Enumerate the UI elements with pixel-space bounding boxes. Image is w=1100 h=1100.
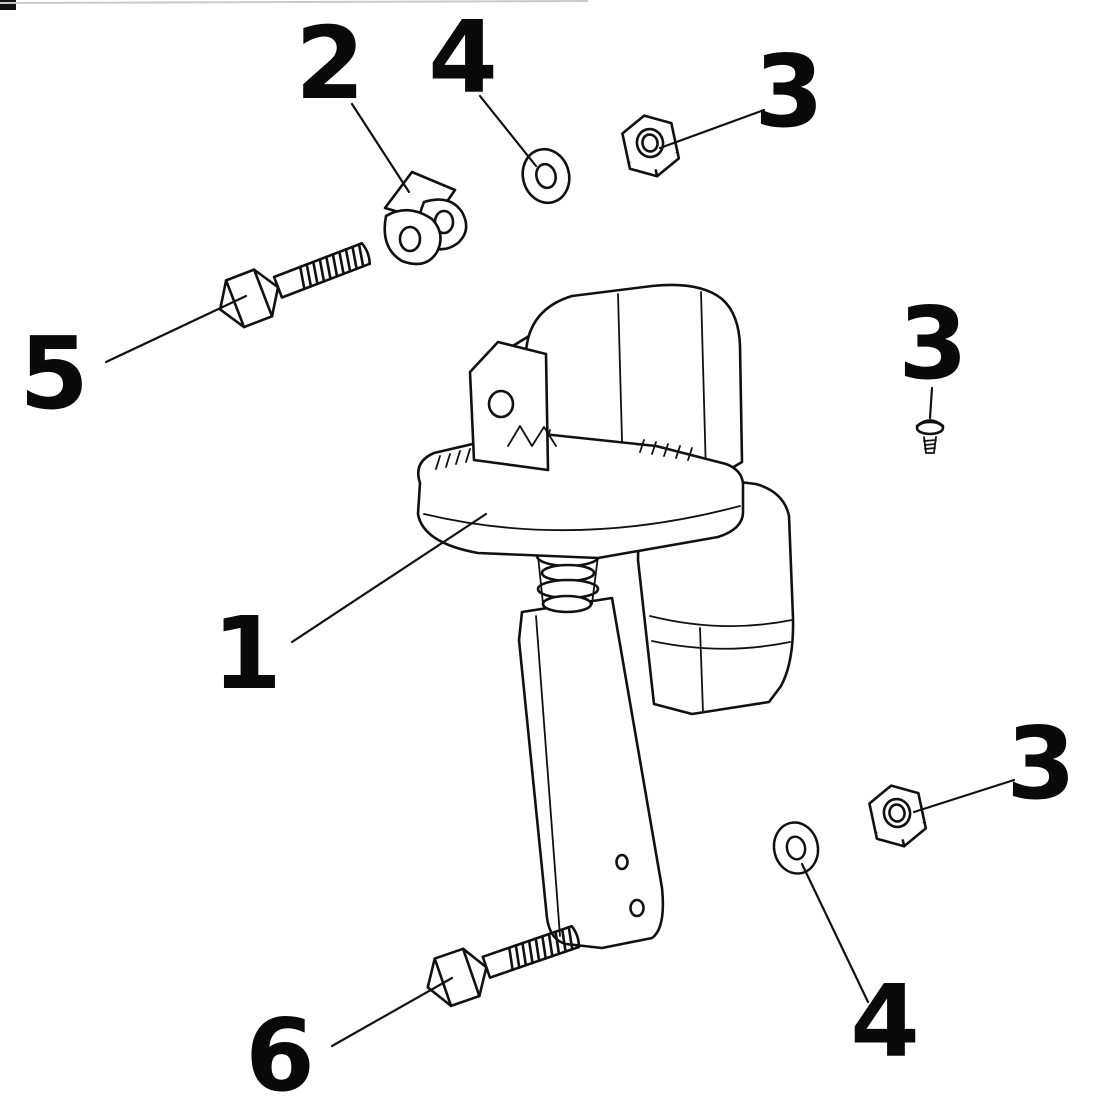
callout-6: 6 (245, 997, 315, 1100)
callout-2: 2 (295, 5, 365, 122)
callout-3-top: 3 (754, 33, 824, 150)
leader-line-3-bottom (912, 778, 1016, 814)
column-hole-lower (629, 898, 645, 918)
leader-line-2 (350, 102, 411, 194)
clevis-hole (487, 389, 515, 419)
leader-line-4-top (478, 94, 538, 168)
callout-4-bottom: 4 (850, 963, 920, 1080)
main-assembly-column (517, 596, 665, 950)
leader-line-6 (330, 976, 454, 1048)
callout-3-mid: 3 (898, 285, 968, 402)
teeth-zigzag (507, 425, 557, 447)
leader-lines (104, 94, 1016, 1048)
main-assembly-clevis (468, 340, 557, 472)
leader-line-3-mid (928, 386, 934, 420)
callout-1: 1 (212, 595, 282, 712)
leader-line-1 (290, 512, 488, 644)
leader-line-4-bottom (800, 862, 870, 1004)
scan-artifact (0, 0, 589, 10)
leader-line-5 (104, 294, 248, 364)
part-hex-bolt-upper (209, 228, 378, 335)
callout-5: 5 (19, 315, 89, 432)
callout-4-top: 4 (428, 0, 498, 116)
part-flange-screw (915, 419, 945, 454)
part-clamp-bracket (383, 170, 468, 266)
part-hex-nut-bottom (865, 779, 930, 853)
leader-line-3-top (658, 108, 766, 150)
column-hole-upper (615, 853, 629, 871)
part-main-assembly (416, 283, 795, 950)
part-washer-bottom (768, 817, 824, 879)
callout-3-bottom: 3 (1006, 705, 1076, 822)
callout-labels: 2 4 3 5 3 1 3 4 6 (19, 0, 1076, 1100)
part-hex-nut-top (618, 109, 683, 183)
